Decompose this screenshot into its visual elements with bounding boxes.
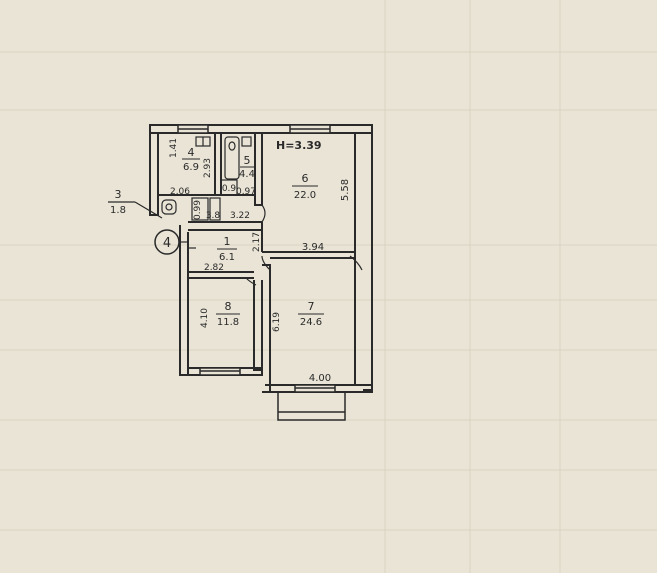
stair-mark: 4 xyxy=(154,229,188,255)
dim-6-19: 6.19 xyxy=(272,312,282,332)
room-labels: 1 6.1 3 1.8 4 6.9 5 4.4 0.9 6 22.0 7 24.… xyxy=(110,139,324,328)
dimension-labels: 1.41 2.93 2.06 0.97 0.99 3.8 3.22 2.17 2… xyxy=(169,138,351,384)
room-1-area: 6.1 xyxy=(219,252,235,263)
dim-3-94: 3.94 xyxy=(302,242,324,253)
stair-mark-label: 4 xyxy=(163,236,171,251)
balcony xyxy=(277,392,346,421)
sink-icon xyxy=(241,136,252,147)
dim-2-17: 2.17 xyxy=(252,232,262,252)
dim-1-41: 1.41 xyxy=(169,138,179,158)
dim-4-00: 4.00 xyxy=(309,373,331,384)
room-8-number: 8 xyxy=(225,300,232,313)
room-7-number: 7 xyxy=(308,300,315,313)
windows xyxy=(177,124,336,393)
room-3-area: 1.8 xyxy=(110,205,126,216)
toilet-icon xyxy=(161,199,177,215)
dim-0-99: 0.99 xyxy=(193,200,203,220)
room-5-number: 5 xyxy=(244,154,251,167)
room-7-area: 24.6 xyxy=(300,317,322,328)
room-5-area: 4.4 xyxy=(239,169,255,180)
sanitary-fixtures xyxy=(161,136,252,215)
room-4-number: 4 xyxy=(188,146,195,159)
dim-2-93: 2.93 xyxy=(203,158,213,178)
dim-3-22: 3.22 xyxy=(230,211,250,221)
room-6-number: 6 xyxy=(302,172,309,185)
closet-area: 0.9 xyxy=(222,184,237,194)
bathtub-icon xyxy=(224,136,240,180)
room-3-number: 3 xyxy=(115,188,122,201)
vent-shafts xyxy=(191,197,221,221)
dim-3-8: 3.8 xyxy=(206,211,221,221)
dim-2-06: 2.06 xyxy=(170,187,190,197)
room-3-leader xyxy=(108,201,163,219)
dim-2-82: 2.82 xyxy=(204,263,224,273)
room-6-area: 22.0 xyxy=(294,190,316,201)
ceiling-height-label: H=3.39 xyxy=(276,139,322,152)
room-4-area: 6.9 xyxy=(183,162,199,173)
doors xyxy=(188,204,363,286)
room-1-number: 1 xyxy=(224,235,231,248)
room-8-area: 11.8 xyxy=(217,317,239,328)
dim-4-10: 4.10 xyxy=(200,308,210,328)
dim-5-58: 5.58 xyxy=(340,179,351,201)
dim-0-97: 0.97 xyxy=(236,187,256,197)
